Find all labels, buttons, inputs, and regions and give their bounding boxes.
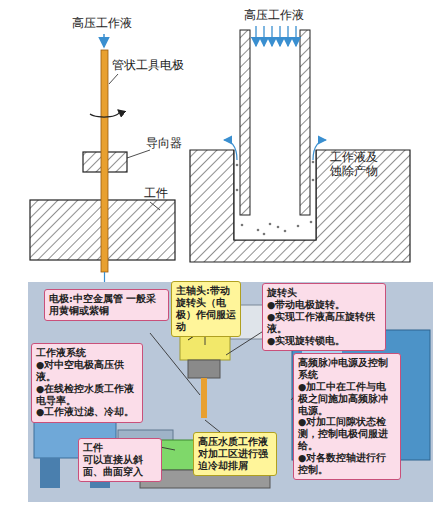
part-label: 高压工作液	[244, 8, 304, 22]
part-label: 导向器	[146, 136, 182, 150]
callout-box: 工作液系统●对中空电极高压供液。●在线检控水质工作液电导率。●工作液过滤、冷却。	[31, 343, 143, 423]
callout-text: 可以直接从斜面、曲面穿入	[83, 454, 157, 478]
part-label: 工作液及蚀除产物	[330, 150, 382, 179]
part-label: 高压工作液	[72, 16, 132, 30]
callout-heading: 主轴头:带动旋转头（电极）作伺服运动	[176, 285, 236, 333]
callout-heading: 电极:中空金属管 一般采用黄铜或紫铜	[49, 293, 164, 317]
callout-text: ●对加工间隙状态检测，控制电极伺服进给。	[298, 416, 396, 452]
callout-text: ●加工中在工件与电极之间施加高频脉冲电源。	[298, 381, 396, 417]
callout-box: 高压水质工作液对加工区进行强迫冷却排屑	[193, 432, 277, 476]
callout-text: ●实现工作液高压旋转供液。	[267, 311, 381, 335]
callout-box: 电极:中空金属管 一般采用黄铜或紫铜	[44, 289, 169, 321]
part-label: 工件	[144, 186, 168, 200]
callout-box: 旋转头●带动电极旋转。●实现工作液高压旋转供液。●实现旋转锁电。	[262, 283, 386, 351]
callout-heading: 高压水质工作液	[198, 436, 272, 448]
callout-box: 高频脉冲电源及控制系统●加工中在工件与电极之间施加高频脉冲电源。●对加工间隙状态…	[293, 353, 401, 480]
callout-text: ●实现旋转锁电。	[267, 335, 381, 347]
part-label: 管状工具电极	[112, 58, 184, 72]
callout-box: 工件可以直接从斜面、曲面穿入	[78, 438, 162, 482]
callout-text: ●对中空电极高压供液。	[36, 359, 138, 383]
callout-heading: 高频脉冲电源及控制系统	[298, 357, 396, 381]
callout-text: ●对各数控轴进行行控制。	[298, 452, 396, 476]
callout-text: 对加工区进行强迫冷却排屑	[198, 448, 272, 472]
callout-heading: 旋转头	[267, 287, 381, 299]
callout-text: ●带动电极旋转。	[267, 299, 381, 311]
callout-heading: 工件	[83, 442, 157, 454]
callout-heading: 工作液系统	[36, 347, 138, 359]
callout-text: ●在线检控水质工作液电导率。	[36, 383, 138, 407]
callout-text: ●工作液过滤、冷却。	[36, 406, 138, 418]
callout-box: 主轴头:带动旋转头（电极）作伺服运动	[171, 281, 241, 337]
